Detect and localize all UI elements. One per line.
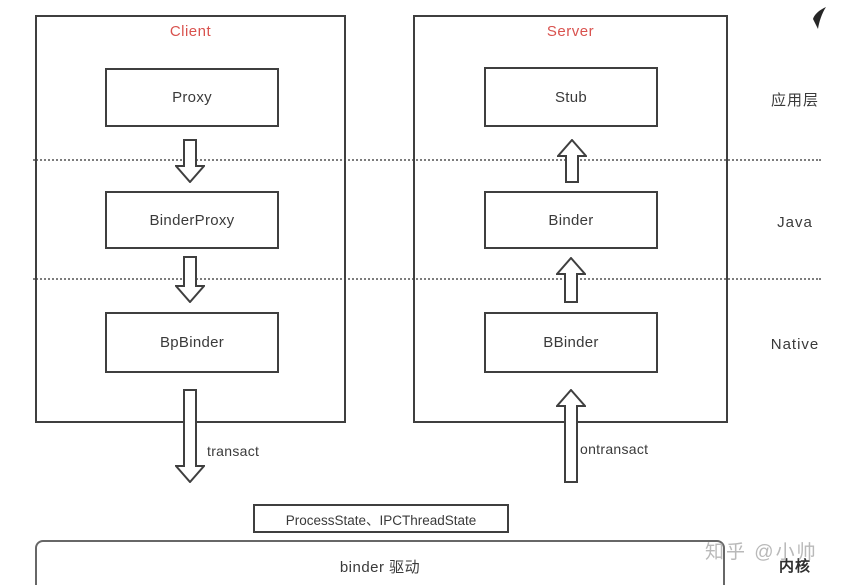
stub-node-label: Stub <box>554 88 588 106</box>
ontransact-up-arrow-icon <box>556 389 586 483</box>
binder-driver-box: binder 驱动 <box>35 540 725 585</box>
binder-node-label: Binder <box>548 211 594 229</box>
binder-node: Binder <box>484 191 658 249</box>
zhihu-watermark: 知乎 @小帅 <box>705 542 818 563</box>
server-panel-title: Server <box>546 23 595 40</box>
layer-label-app: 应用层 <box>770 92 819 109</box>
layer-divider-java-native <box>33 278 821 280</box>
bbinder-node-label: BBinder <box>543 334 599 351</box>
ontransact-label: ontransact <box>580 441 649 457</box>
layer-divider-app-java <box>33 159 821 161</box>
layer-label-java: Java <box>777 214 813 231</box>
transact-label: transact <box>207 443 260 459</box>
bpbinder-node-label: BpBinder <box>159 334 225 351</box>
up-arrow-icon <box>556 257 586 303</box>
process-state-box-label: ProcessState、IPCThreadState <box>285 512 477 528</box>
up-arrow-icon <box>557 139 587 183</box>
corner-mark-icon <box>813 7 826 29</box>
bbinder-node: BBinder <box>484 312 658 373</box>
down-arrow-icon <box>175 256 205 303</box>
binderproxy-node-label: BinderProxy <box>149 211 235 229</box>
binderproxy-node: BinderProxy <box>105 191 279 249</box>
binder-driver-box-label: binder 驱动 <box>339 559 421 576</box>
stub-node: Stub <box>484 67 658 127</box>
client-panel-title: Client <box>169 23 212 40</box>
proxy-node: Proxy <box>105 68 279 127</box>
bpbinder-node: BpBinder <box>105 312 279 373</box>
process-state-box: ProcessState、IPCThreadState <box>253 504 509 533</box>
layer-label-native: Native <box>770 336 820 353</box>
layer-label-kernel: 内核 <box>778 558 811 575</box>
down-arrow-icon <box>175 139 205 183</box>
proxy-node-label: Proxy <box>172 89 212 106</box>
transact-down-arrow-icon <box>175 389 205 483</box>
